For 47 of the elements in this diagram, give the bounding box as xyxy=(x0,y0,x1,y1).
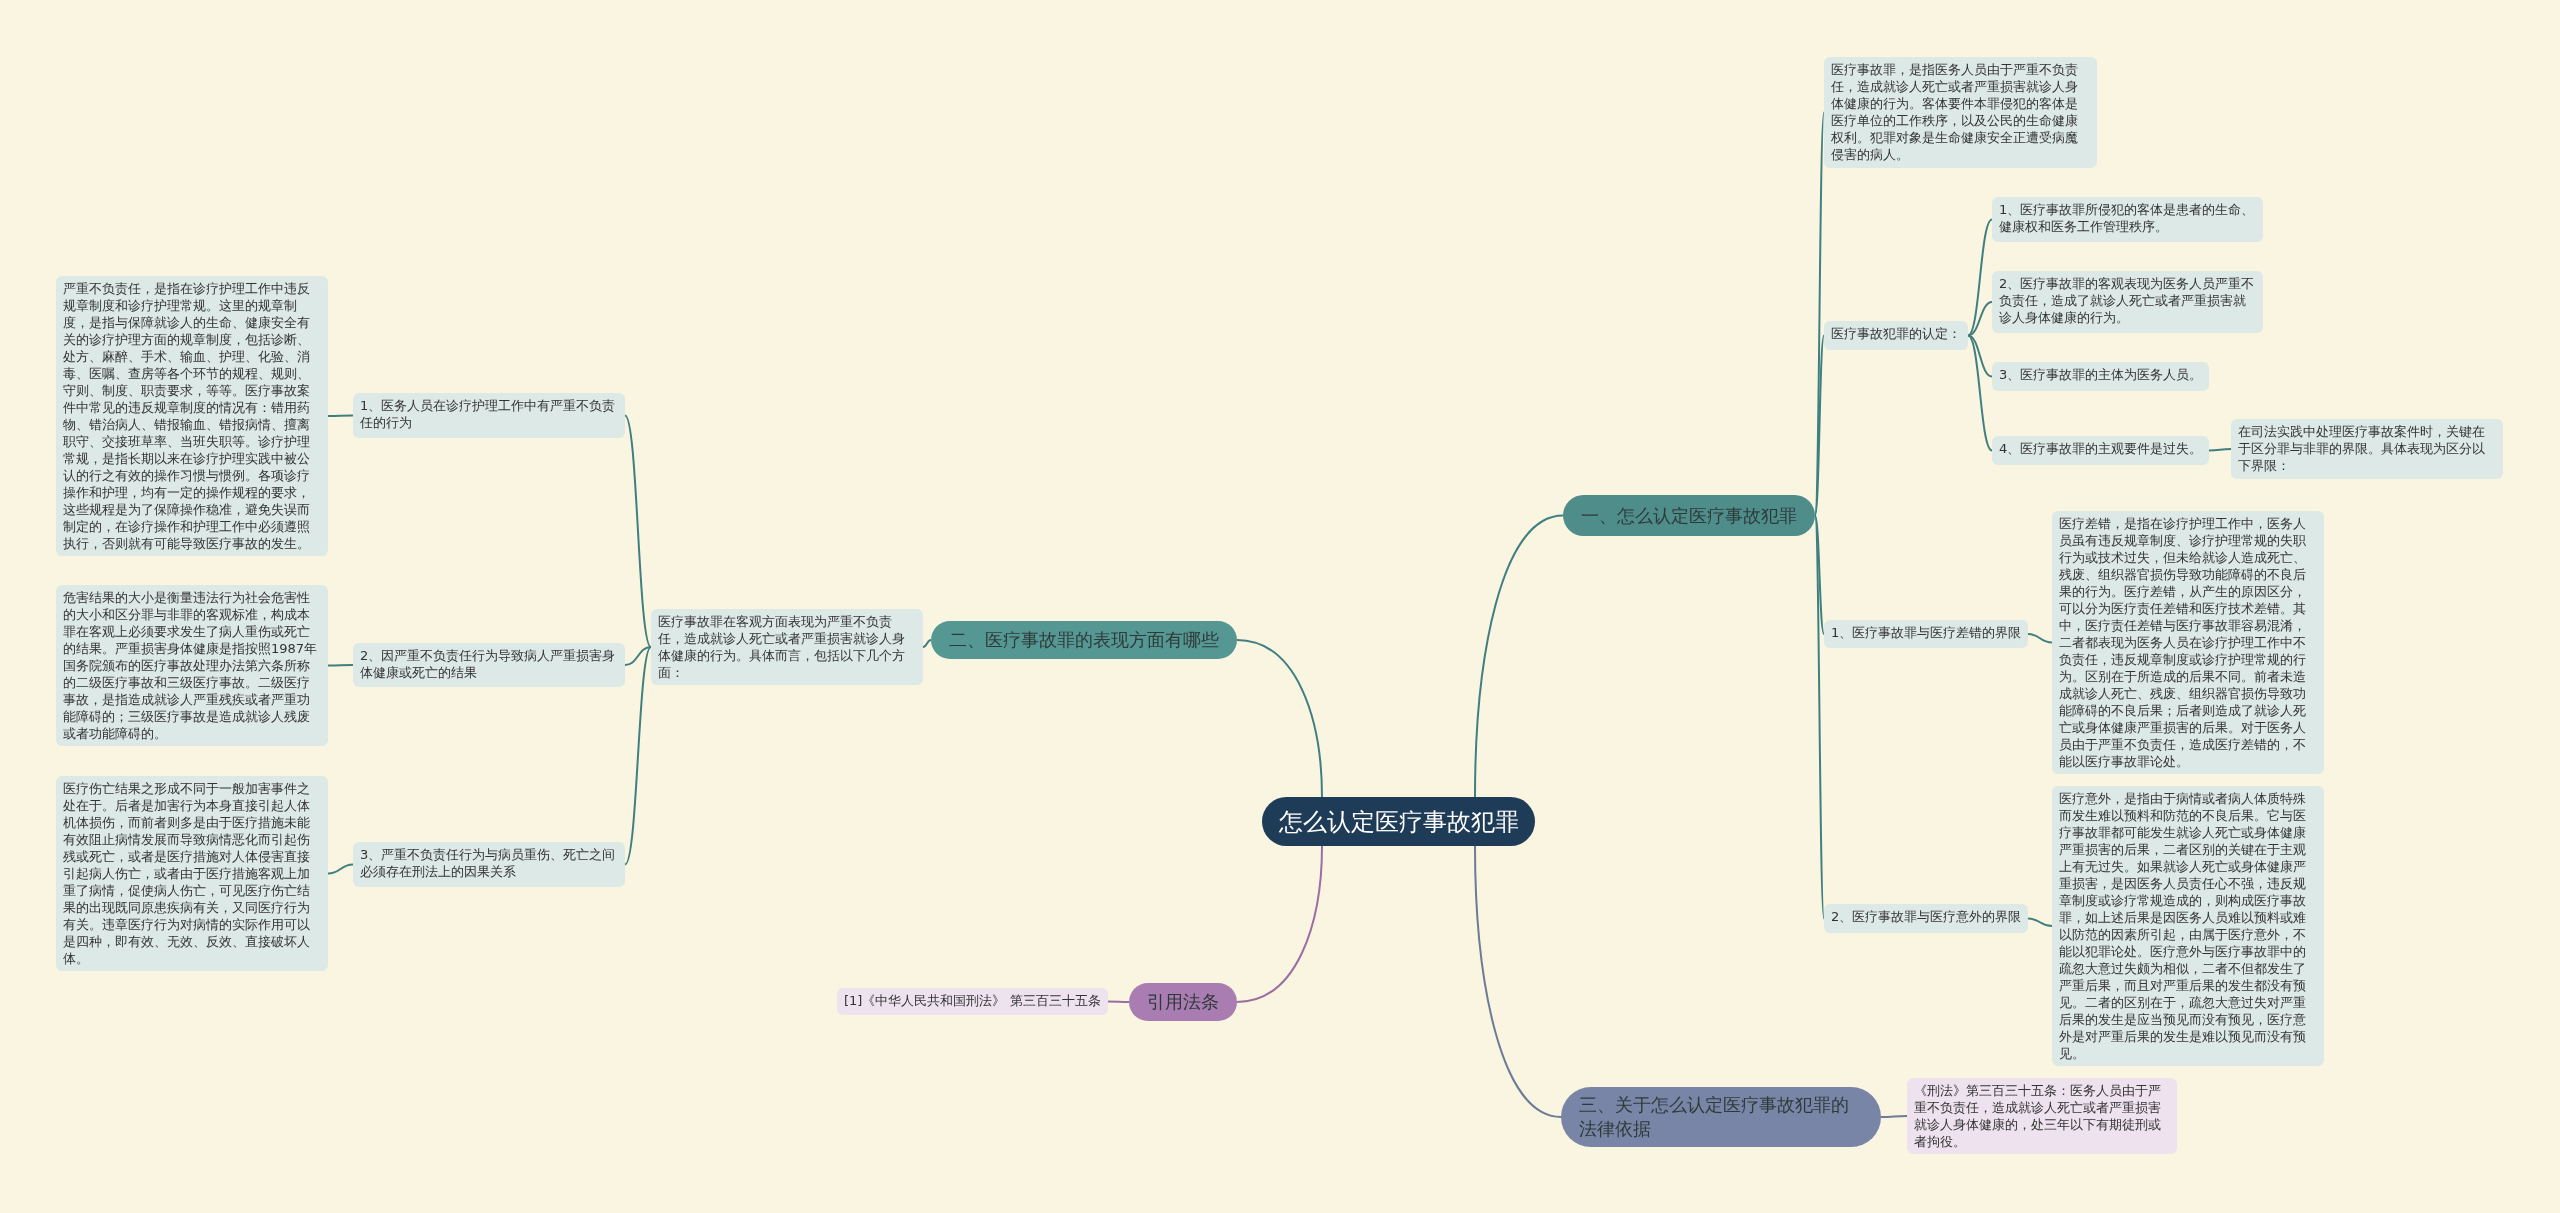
topic-box: 医疗事故犯罪的认定： xyxy=(1824,321,1968,350)
topic-box: 在司法实践中处理医疗事故案件时，关键在于区分罪与非罪的界限。具体表现为区分以下界限： xyxy=(2231,419,2503,479)
connector-line xyxy=(624,646,652,666)
topic-box: 3、医疗事故罪的主体为医务人员。 xyxy=(1992,362,2210,391)
connector-line xyxy=(1107,1000,1130,1003)
connector-line xyxy=(1236,639,1323,798)
topic-box: 1、医务人员在诊疗护理工作中有严重不负责任的行为 xyxy=(353,393,625,438)
connector-line xyxy=(2208,448,2232,452)
connector-line xyxy=(1967,334,1993,452)
topic-box: 2、因严重不负责任行为导致病人严重损害身体健康或死亡的结果 xyxy=(353,643,625,687)
branch-topic: 引用法条 xyxy=(1129,983,1237,1021)
topic-box: 2、医疗事故罪与医疗意外的界限 xyxy=(1824,904,2029,933)
connector-line xyxy=(1474,514,1564,798)
topic-box: 1、医疗事故罪所侵犯的客体是患者的生命、健康权和医务工作管理秩序。 xyxy=(1992,197,2263,242)
connector-line xyxy=(327,863,354,875)
branch-topic: 三、关于怎么认定医疗事故犯罪的法律依据 xyxy=(1561,1087,1881,1147)
topic-box: 严重不负责任，是指在诊疗护理工作中违反规章制度和诊疗护理常规。这里的规章制度，是指与保障就诊人的生命、健康安全有关的诊疗护理方面的规章制度，包括诊断、处方、麻醉、手术、输血、护理、化验、消毒、医嘱、查房等各个环节的规程、规则、守则、制度、职责要求，等等。医疗事故案件中常见的违反规章制度的情况有：错用药物、错治病人、错报输血、错报病情、擅离职守、交接班草率、当班失职等。诊疗护理常规，是指长期以来在诊疗护理实践中被公认的行之有效的操作习惯与惯例。各项诊疗操作和护理，均有一定的操作规程的要求，这些规程是为了保障操作稳准，避免失误而制定的，在诊疗操作和护理工作中必须遵照执行，否则就有可能导致医疗事故的发生。 xyxy=(56,276,328,556)
connector-line xyxy=(624,414,652,648)
connector-line xyxy=(922,639,932,648)
central-topic: 怎么认定医疗事故犯罪 xyxy=(1262,797,1535,846)
connector-line xyxy=(327,414,354,417)
connector-line xyxy=(1880,1115,1908,1118)
connector-line xyxy=(2027,917,2053,927)
topic-box: 1、医疗事故罪与医疗差错的界限 xyxy=(1824,620,2029,648)
topic-box: 医疗伤亡结果之形成不同于一般加害事件之处在于。后者是加害行为本身直接引起人体机体损伤，而前者则多是由于医疗措施未能有效阻止病情发展而导致病情恶化而引起伤残或死亡，或者是医疗措施对人体侵害直接引起病人伤亡，或者由于医疗措施客观上加重了病情，促使病人伤亡，可见医疗伤亡结果的出现既同原患疾病有关，又同医疗行为有关。违章医疗行为对病情的实际作用可以是四种，即有效、无效、反效、直接破坏人体。 xyxy=(56,776,328,971)
branch-topic: 二、医疗事故罪的表现方面有哪些 xyxy=(931,621,1237,659)
connector-line xyxy=(1967,334,1993,378)
connector-line xyxy=(1967,218,1993,337)
connector-line xyxy=(1474,845,1562,1118)
topic-box: 医疗差错，是指在诊疗护理工作中，医务人员虽有违反规章制度、诊疗护理常规的失职行为或技术过失，但未给就诊人造成死亡、残废、组织器官损伤导致功能障碍的不良后果的行为。医疗差错，从产生的原因区分，可以分为医疗责任差错和医疗技术差错。其中，医疗责任差错与医疗事故罪容易混淆，二者都表现为医务人员在诊疗护理工作中不负责任，违反规章制度或诊疗护理常规的行为。区别在于所造成的后果不同。前者未造成就诊人死亡、残废、组织器官损伤导致功能障碍的不良后果；后者则造成了就诊人死亡或身体健康严重损害的后果。对于医务人员由于严重不负责任，造成医疗差错的，不能以医疗事故罪论处。 xyxy=(2052,511,2324,774)
topic-box: 医疗事故罪在客观方面表现为严重不负责任，造成就诊人死亡或者严重损害就诊人身体健康的行为。具体而言，包括以下几个方面： xyxy=(651,609,923,685)
topic-box: 危害结果的大小是衡量违法行为社会危害性的大小和区分罪与非罪的客观标准，构成本罪在客观上必须要求发生了病人重伤或死亡的结果。严重损害身体健康是指按照1987年国务院颁布的医疗事故处理办法第六条所称的二级医疗事故和三级医疗事故。二级医疗事故，是指造成就诊人严重残疾或者严重功能障碍的；三级医疗事故是造成就诊人残废或者功能障碍的。 xyxy=(56,585,328,746)
topic-box: 医疗事故罪，是指医务人员由于严重不负责任，造成就诊人死亡或者严重损害就诊人身体健康的行为。客体要件本罪侵犯的客体是医疗单位的工作秩序，以及公民的生命健康权利。犯罪对象是生命健康安全正遭受病魔侵害的病人。 xyxy=(1824,57,2097,168)
topic-box: 4、医疗事故罪的主观要件是过失。 xyxy=(1992,436,2210,465)
topic-box: 《刑法》第三百三十五条：医务人员由于严重不负责任，造成就诊人死亡或者严重损害就诊人身体健康的，处三年以下有期徒刑或者拘役。 xyxy=(1907,1078,2177,1154)
connector-line xyxy=(327,664,354,667)
topic-box: 3、严重不负责任行为与病员重伤、死亡之间必须存在刑法上的因果关系 xyxy=(353,842,625,887)
connector-line xyxy=(624,646,652,866)
connector-line xyxy=(1236,845,1323,1003)
connector-line xyxy=(1967,301,1993,337)
topic-box: [1]《中华人民共和国刑法》 第三百三十五条 xyxy=(837,988,1108,1015)
topic-box: 2、医疗事故罪的客观表现为医务人员严重不负责任，造成了就诊人死亡或者严重损害就诊人身体健康的行为。 xyxy=(1992,271,2263,333)
connector-line xyxy=(1814,514,1825,635)
connector-line xyxy=(2027,633,2053,644)
branch-topic: 一、怎么认定医疗事故犯罪 xyxy=(1563,495,1815,536)
connector-line xyxy=(1814,334,1825,517)
topic-box: 医疗意外，是指由于病情或者病人体质特殊而发生难以预料和防范的不良后果。它与医疗事故罪都可能发生就诊人死亡或身体健康严重损害的后果，二者区别的关键在于主观上有无过失。如果就诊人死亡或身体健康严重损害，是因医务人员责任心不强，违反规章制度或诊疗常规造成的，则构成医疗事故罪，如上述后果是因医务人员难以预料或难以防范的因素所引起，由属于医疗意外，不能以犯罪论处。医疗意外与医疗事故罪中的疏忽大意过失颇为相似，二者不但都发生了严重后果，而且对严重后果的发生都没有预见。二者的区别在于，疏忽大意过失对严重后果的发生是应当预见而没有预见，医疗意外是对严重后果的发生是难以预见而没有预见。 xyxy=(2052,786,2324,1066)
